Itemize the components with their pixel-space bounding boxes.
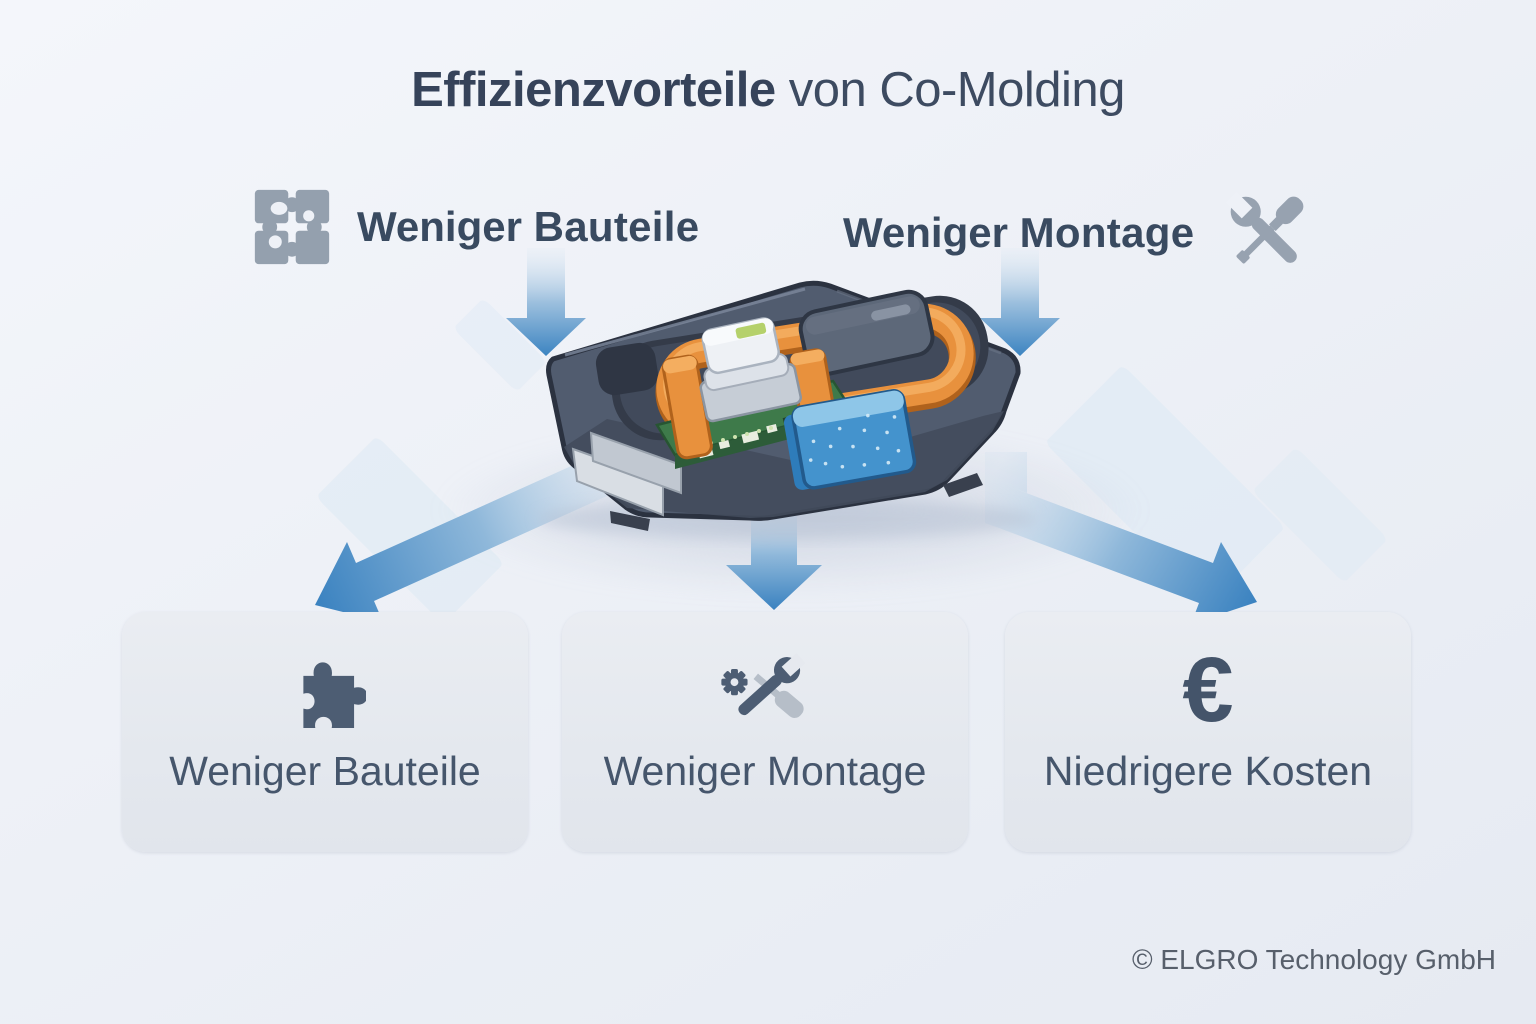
benefit-card-weniger-montage: Weniger Montage — [562, 612, 968, 852]
benefit-card-niedrigere-kosten: € Niedrigere Kosten — [1005, 612, 1411, 852]
title-regular: von Co-Molding — [775, 63, 1126, 117]
top-label-weniger-bauteile: Weniger Bauteile — [253, 188, 699, 266]
top-label-text: Weniger Montage — [843, 209, 1194, 257]
arrow-top-right — [980, 248, 1060, 356]
card-label: Niedrigere Kosten — [1043, 748, 1373, 794]
co-molding-device-illustration — [537, 280, 1037, 539]
arrow-bottom-right — [985, 452, 1257, 624]
arrow-bottom-center — [726, 505, 822, 610]
wrench-gear-icon — [721, 653, 806, 718]
cutaway-layers — [571, 431, 682, 517]
top-label-text: Weniger Bauteile — [357, 203, 699, 251]
top-label-weniger-montage: Weniger Montage — [843, 186, 1314, 280]
card-label: Weniger Montage — [603, 748, 927, 794]
arrow-bottom-left — [315, 449, 627, 622]
label-prefix: Weniger — [357, 203, 534, 250]
device-button — [798, 289, 935, 377]
card-label: Weniger Bauteile — [169, 748, 481, 794]
label-emphasis: Bauteile — [533, 203, 700, 250]
label-prefix: Weniger — [843, 209, 1020, 256]
puzzle-group-icon — [254, 189, 330, 265]
copyright-notice: © ELGRO Technology GmbH — [1131, 944, 1496, 975]
sensor-component — [699, 317, 802, 423]
euro-icon: € — [1182, 638, 1234, 741]
puzzle-piece-icon — [303, 662, 366, 729]
title-bold: Effizienzvorteile — [411, 63, 776, 117]
page-title: Effizienzvorteile von Co-Molding — [0, 62, 1536, 118]
benefit-card-weniger-bauteile: Weniger Bauteile — [122, 612, 528, 852]
wrench-screwdriver-icon — [1226, 191, 1304, 264]
blue-gasket-block — [783, 389, 917, 490]
label-emphasis: Montage — [1019, 209, 1195, 256]
arrow-top-left — [506, 248, 586, 356]
